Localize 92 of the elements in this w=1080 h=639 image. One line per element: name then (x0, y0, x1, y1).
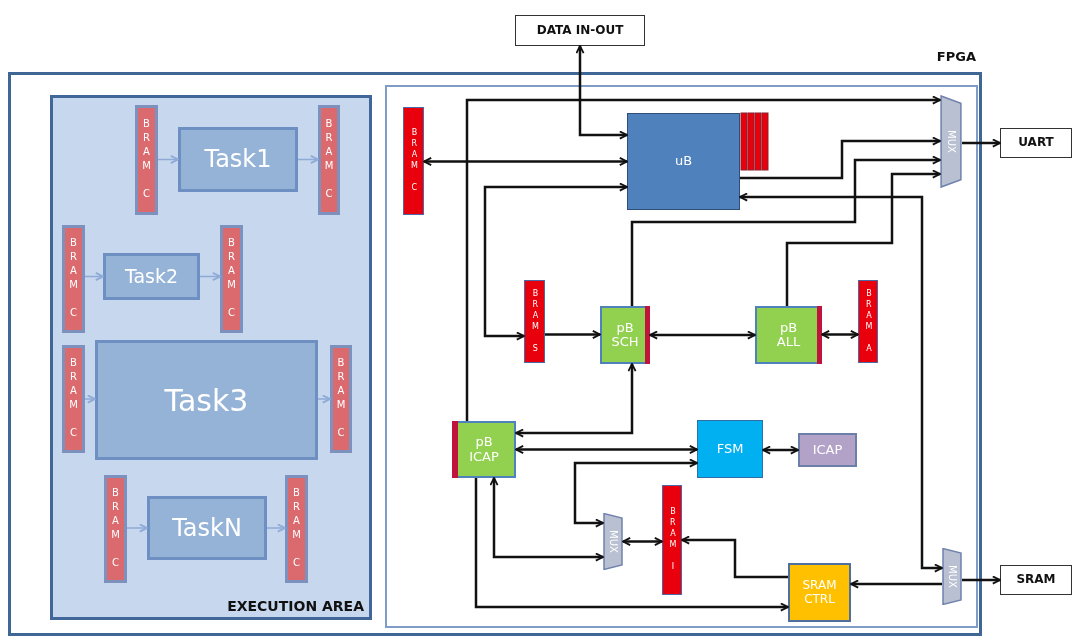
bram-block (318, 105, 340, 215)
bram-label: BRAM C (409, 128, 418, 194)
bram-label: BRAM C (68, 237, 79, 321)
controller-label: SRAM CTRL (802, 579, 837, 606)
task-box (147, 496, 267, 560)
io-box (1000, 565, 1072, 595)
task-label: Task1 (204, 146, 272, 173)
bram-label: BRAM C (141, 118, 152, 202)
io-label: SRAM (1016, 573, 1056, 587)
processor-block (627, 113, 740, 210)
bram-block (662, 485, 682, 595)
connector-arrow (622, 537, 663, 546)
connector-arrow (465, 95, 941, 421)
bram-label: BRAM C (323, 118, 335, 202)
bram-label: BRAM A (863, 288, 873, 355)
connector-arrow (821, 330, 859, 339)
connector-arrow (649, 330, 756, 340)
task-label: Task3 (164, 383, 249, 417)
mux-trapezoid (942, 548, 962, 605)
io-label: UART (1018, 136, 1054, 150)
connector-arrow (762, 445, 799, 455)
task-box (178, 127, 298, 192)
task-label: TaskN (172, 514, 242, 542)
mux-label: MUX (607, 530, 619, 553)
mux-trapezoid (603, 513, 623, 570)
bram-label: BRAM C (226, 237, 237, 321)
mux-label: MUX (945, 130, 957, 153)
controller-block (788, 563, 851, 622)
connector-arrow (681, 535, 788, 579)
connector-arrow (297, 155, 319, 164)
connector-arrow (266, 523, 286, 533)
connector-arrow (630, 155, 941, 306)
bram-block (858, 280, 878, 363)
connector-arrow (423, 157, 628, 166)
connector-arrow (157, 155, 179, 164)
bram-block (104, 475, 127, 583)
panel-frame (385, 85, 978, 628)
connector-arrow (962, 575, 1001, 585)
bram-block (220, 225, 243, 333)
processor-block (452, 421, 516, 478)
processor-block (755, 306, 822, 364)
bram-label: BRAM C (335, 357, 347, 441)
bram-label: BRAM C (110, 487, 121, 571)
connector-arrow (126, 523, 148, 533)
connector-arrow (575, 45, 628, 140)
bram-block (62, 345, 85, 453)
processor-label: pB SCH (611, 320, 639, 350)
connector-arrow (317, 394, 331, 404)
bram-block (285, 475, 308, 583)
bram-label: BRAM C (291, 487, 302, 571)
connector-arrow (740, 136, 941, 180)
bram-block (62, 225, 85, 333)
connector-arrow (84, 272, 104, 281)
bram-label: BRAM C (68, 357, 79, 441)
mux-label: MUX (946, 565, 958, 588)
execution-area-panel (50, 95, 372, 620)
icap-block (798, 433, 857, 467)
processor-block (600, 306, 650, 364)
bram-block (330, 345, 352, 453)
io-box (1000, 128, 1072, 158)
connector-arrow (573, 458, 698, 528)
connector-arrow (850, 579, 942, 589)
bram-block (135, 105, 158, 215)
connector-arrow (739, 192, 943, 573)
connector-arrow (962, 138, 1001, 148)
connector-arrow (785, 169, 941, 306)
connector-arrow (483, 182, 628, 341)
fsm-block (697, 420, 763, 478)
icap-label: ICAP (812, 442, 843, 458)
mux-trapezoid (940, 95, 962, 188)
bram-label: BRAM I (667, 507, 677, 573)
task-label: Task2 (124, 266, 179, 287)
processor-label: uB (674, 154, 693, 169)
bram-label: BRAM S (530, 288, 539, 355)
io-label: DATA IN-OUT (536, 23, 624, 38)
task-box (95, 340, 318, 460)
processor-label: pB ALL (776, 320, 801, 350)
connector-arrow (545, 330, 601, 339)
area-heading: EXECUTION AREA (227, 598, 364, 614)
processor-label: pB ICAP (469, 435, 499, 464)
connector-arrow (515, 363, 637, 438)
connector-arrow (489, 477, 604, 562)
fpga-heading: FPGA (936, 50, 976, 65)
connector-arrow (199, 272, 221, 281)
io-box (515, 15, 645, 46)
fsm-label: FSM (716, 441, 744, 457)
bram-block (403, 107, 424, 215)
connector-arrow (84, 394, 96, 404)
connector-arrow (515, 445, 698, 454)
bram-block (524, 280, 545, 363)
connector-arrow (474, 478, 789, 612)
task-box (103, 253, 200, 300)
